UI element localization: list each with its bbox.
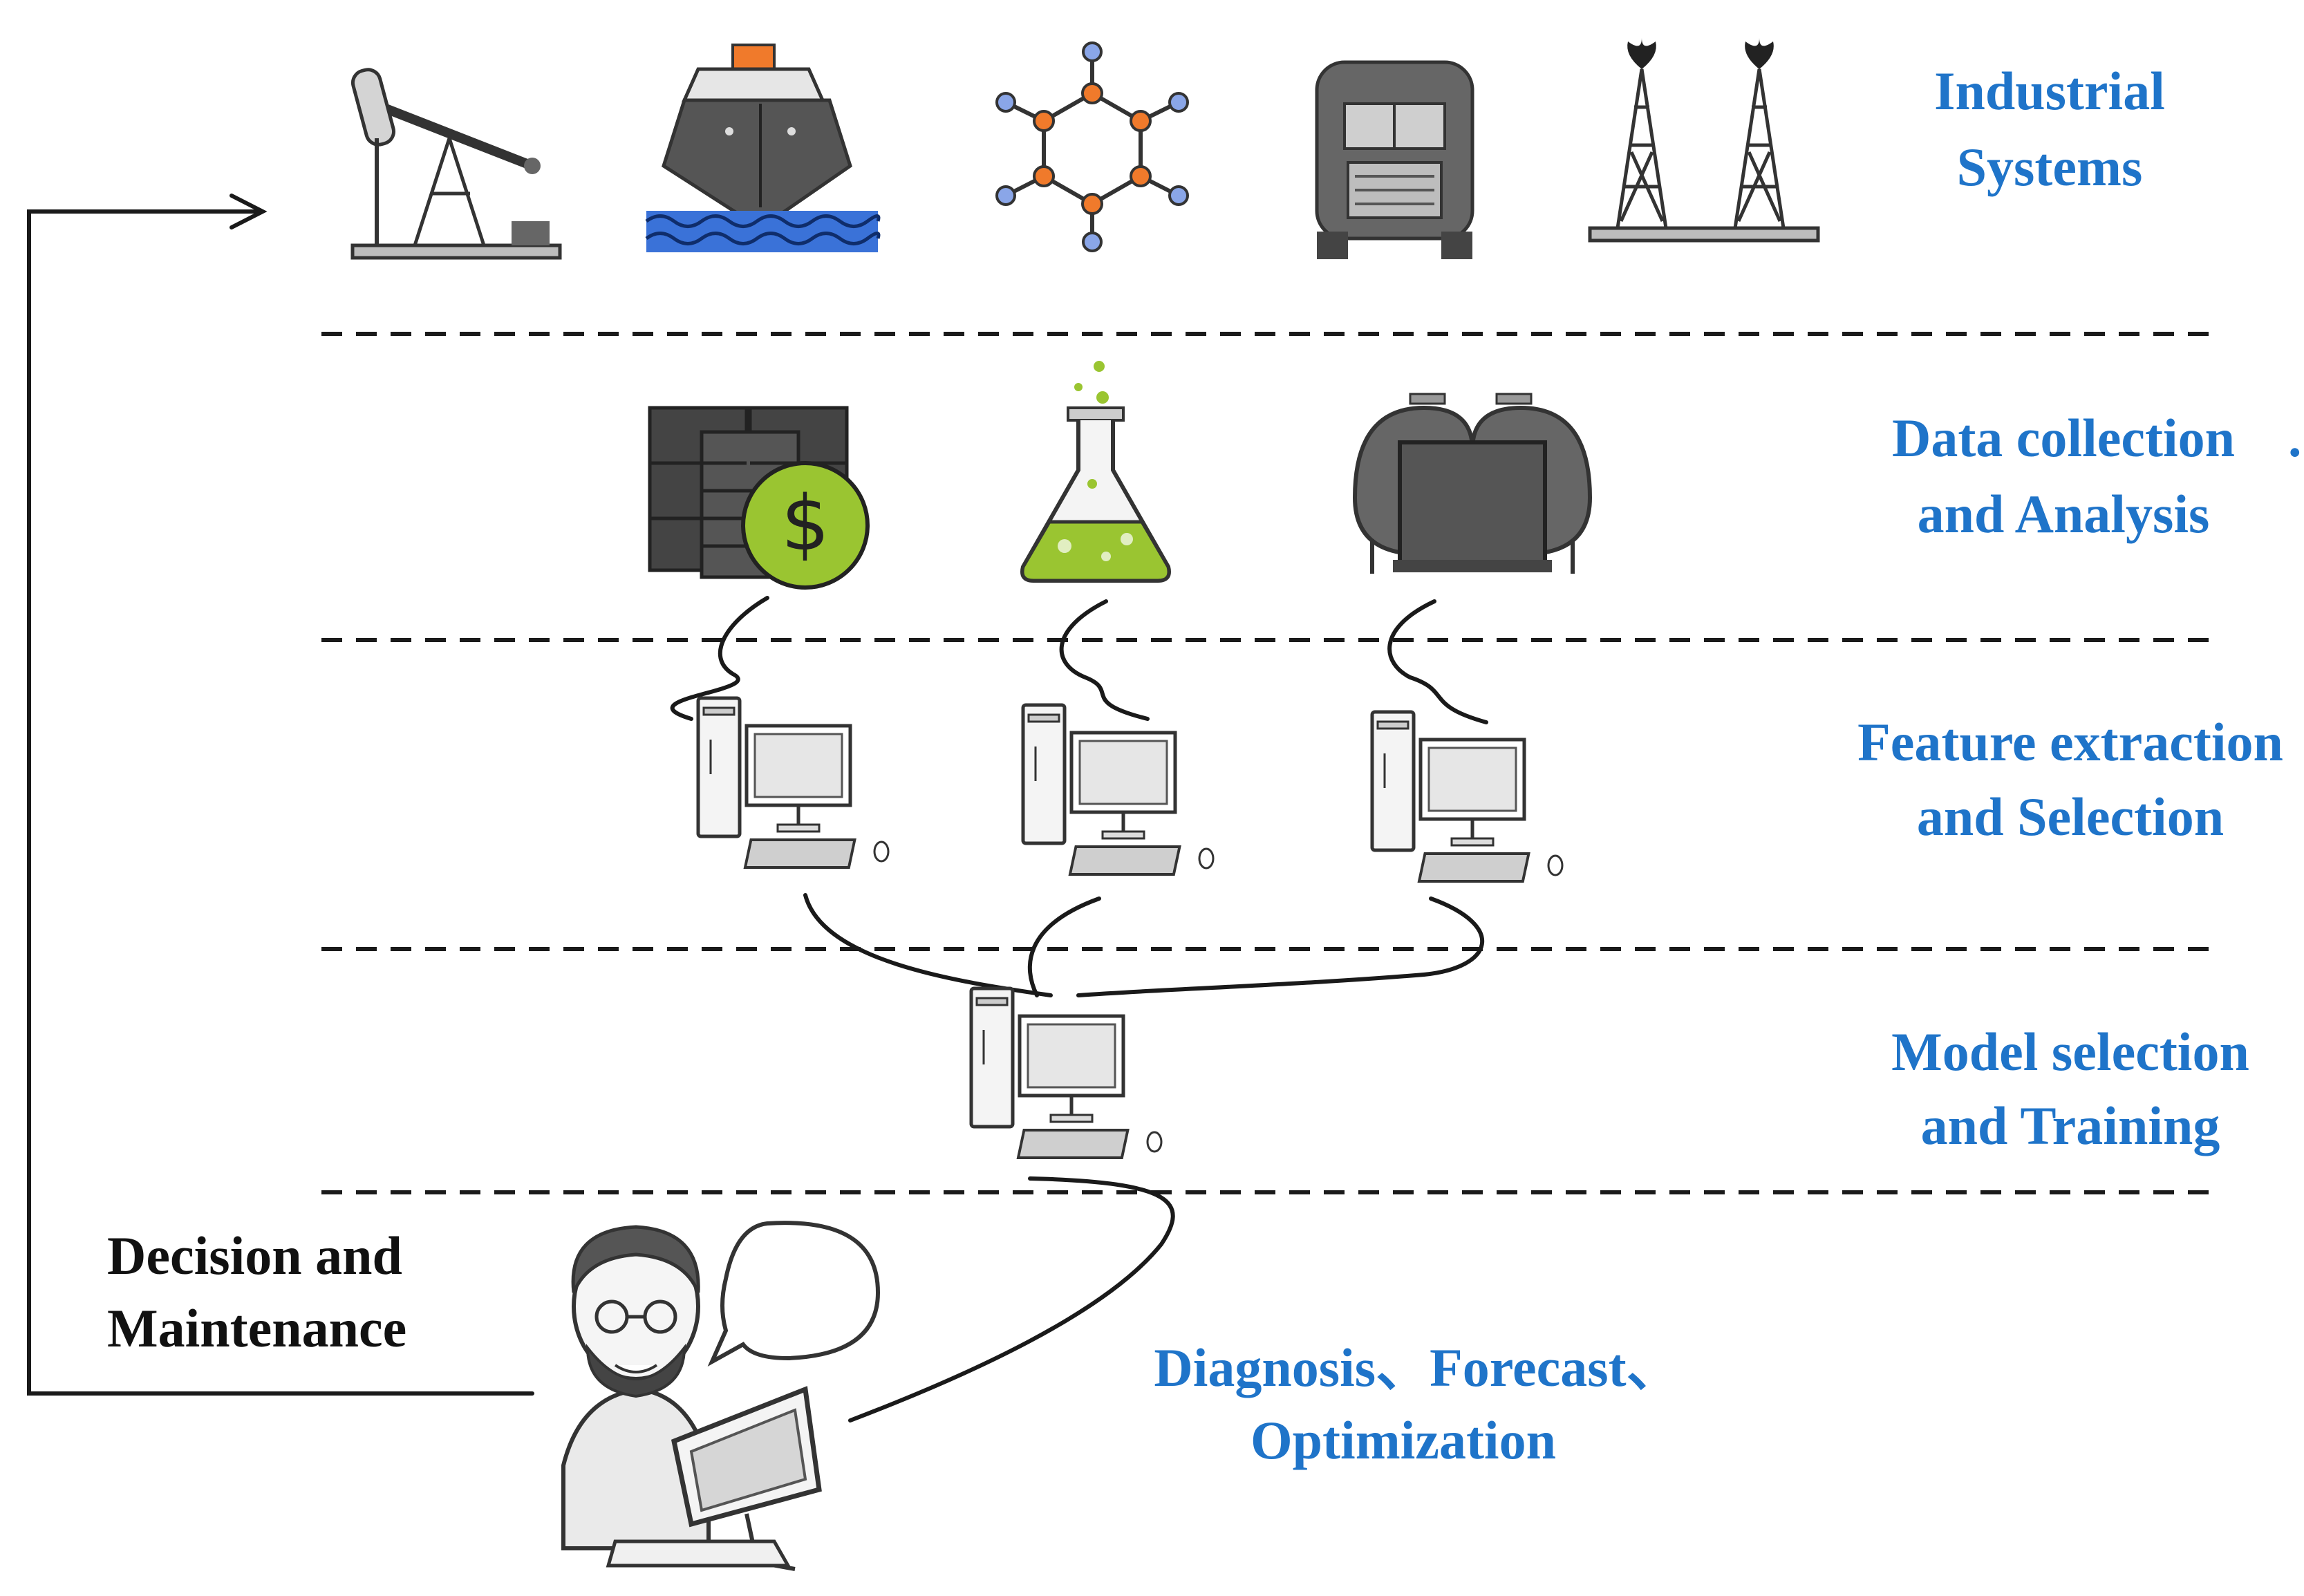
oil-pumpjack-icon <box>350 68 562 260</box>
layer-label-model: Model selection <box>1891 1022 2249 1082</box>
oil-barrels-dollar-icon: $ <box>648 406 870 590</box>
layer-label-outcome-2: Optimization <box>1251 1410 1556 1470</box>
feature-computer-icon <box>698 698 888 867</box>
data-link-wire <box>670 596 769 721</box>
molecule-icon <box>995 41 1189 252</box>
decision-label-2: Maintenance <box>107 1298 406 1358</box>
chemistry-flask-icon <box>1020 361 1171 583</box>
engineer-at-computer-icon <box>561 1225 822 1571</box>
layer-label-model-2: and Training <box>1921 1096 2220 1156</box>
model-link-wire <box>848 1176 1175 1423</box>
feature-link-wire <box>803 893 1053 997</box>
data-mark: . <box>2288 408 2302 468</box>
feature-link-wire <box>1076 896 1485 997</box>
feature-computer-icon <box>1372 712 1562 881</box>
data-link-wire <box>1387 599 1488 724</box>
feature-link-wire <box>1027 896 1101 997</box>
layer-label-industrial-2: Systems <box>1957 137 2143 197</box>
feature-computer-icon <box>1023 705 1213 874</box>
offshore-rig-icon <box>1588 38 1820 243</box>
layer-label-data: Data collection <box>1892 408 2235 468</box>
layer-label-feature: Feature extraction <box>1857 712 2283 772</box>
cargo-ship-icon <box>645 44 881 252</box>
svg-text:$: $ <box>781 479 830 567</box>
layer-label-outcome: Diagnosis、Forecast、 <box>1154 1337 1680 1398</box>
tanker-truck-icon <box>1315 60 1474 259</box>
data-link-wire <box>1059 599 1150 721</box>
decision-label: Decision and <box>107 1226 402 1286</box>
speech-bubble-icon <box>707 1221 881 1367</box>
layer-label-feature-2: and Selection <box>1917 787 2224 847</box>
storage-tank-icon <box>1352 393 1593 574</box>
model-computer-icon <box>971 988 1161 1158</box>
feedback-arrow <box>27 194 534 1396</box>
layer-label-industrial: Industrial <box>1934 61 2165 121</box>
layer-label-data-2: and Analysis <box>1918 484 2210 544</box>
